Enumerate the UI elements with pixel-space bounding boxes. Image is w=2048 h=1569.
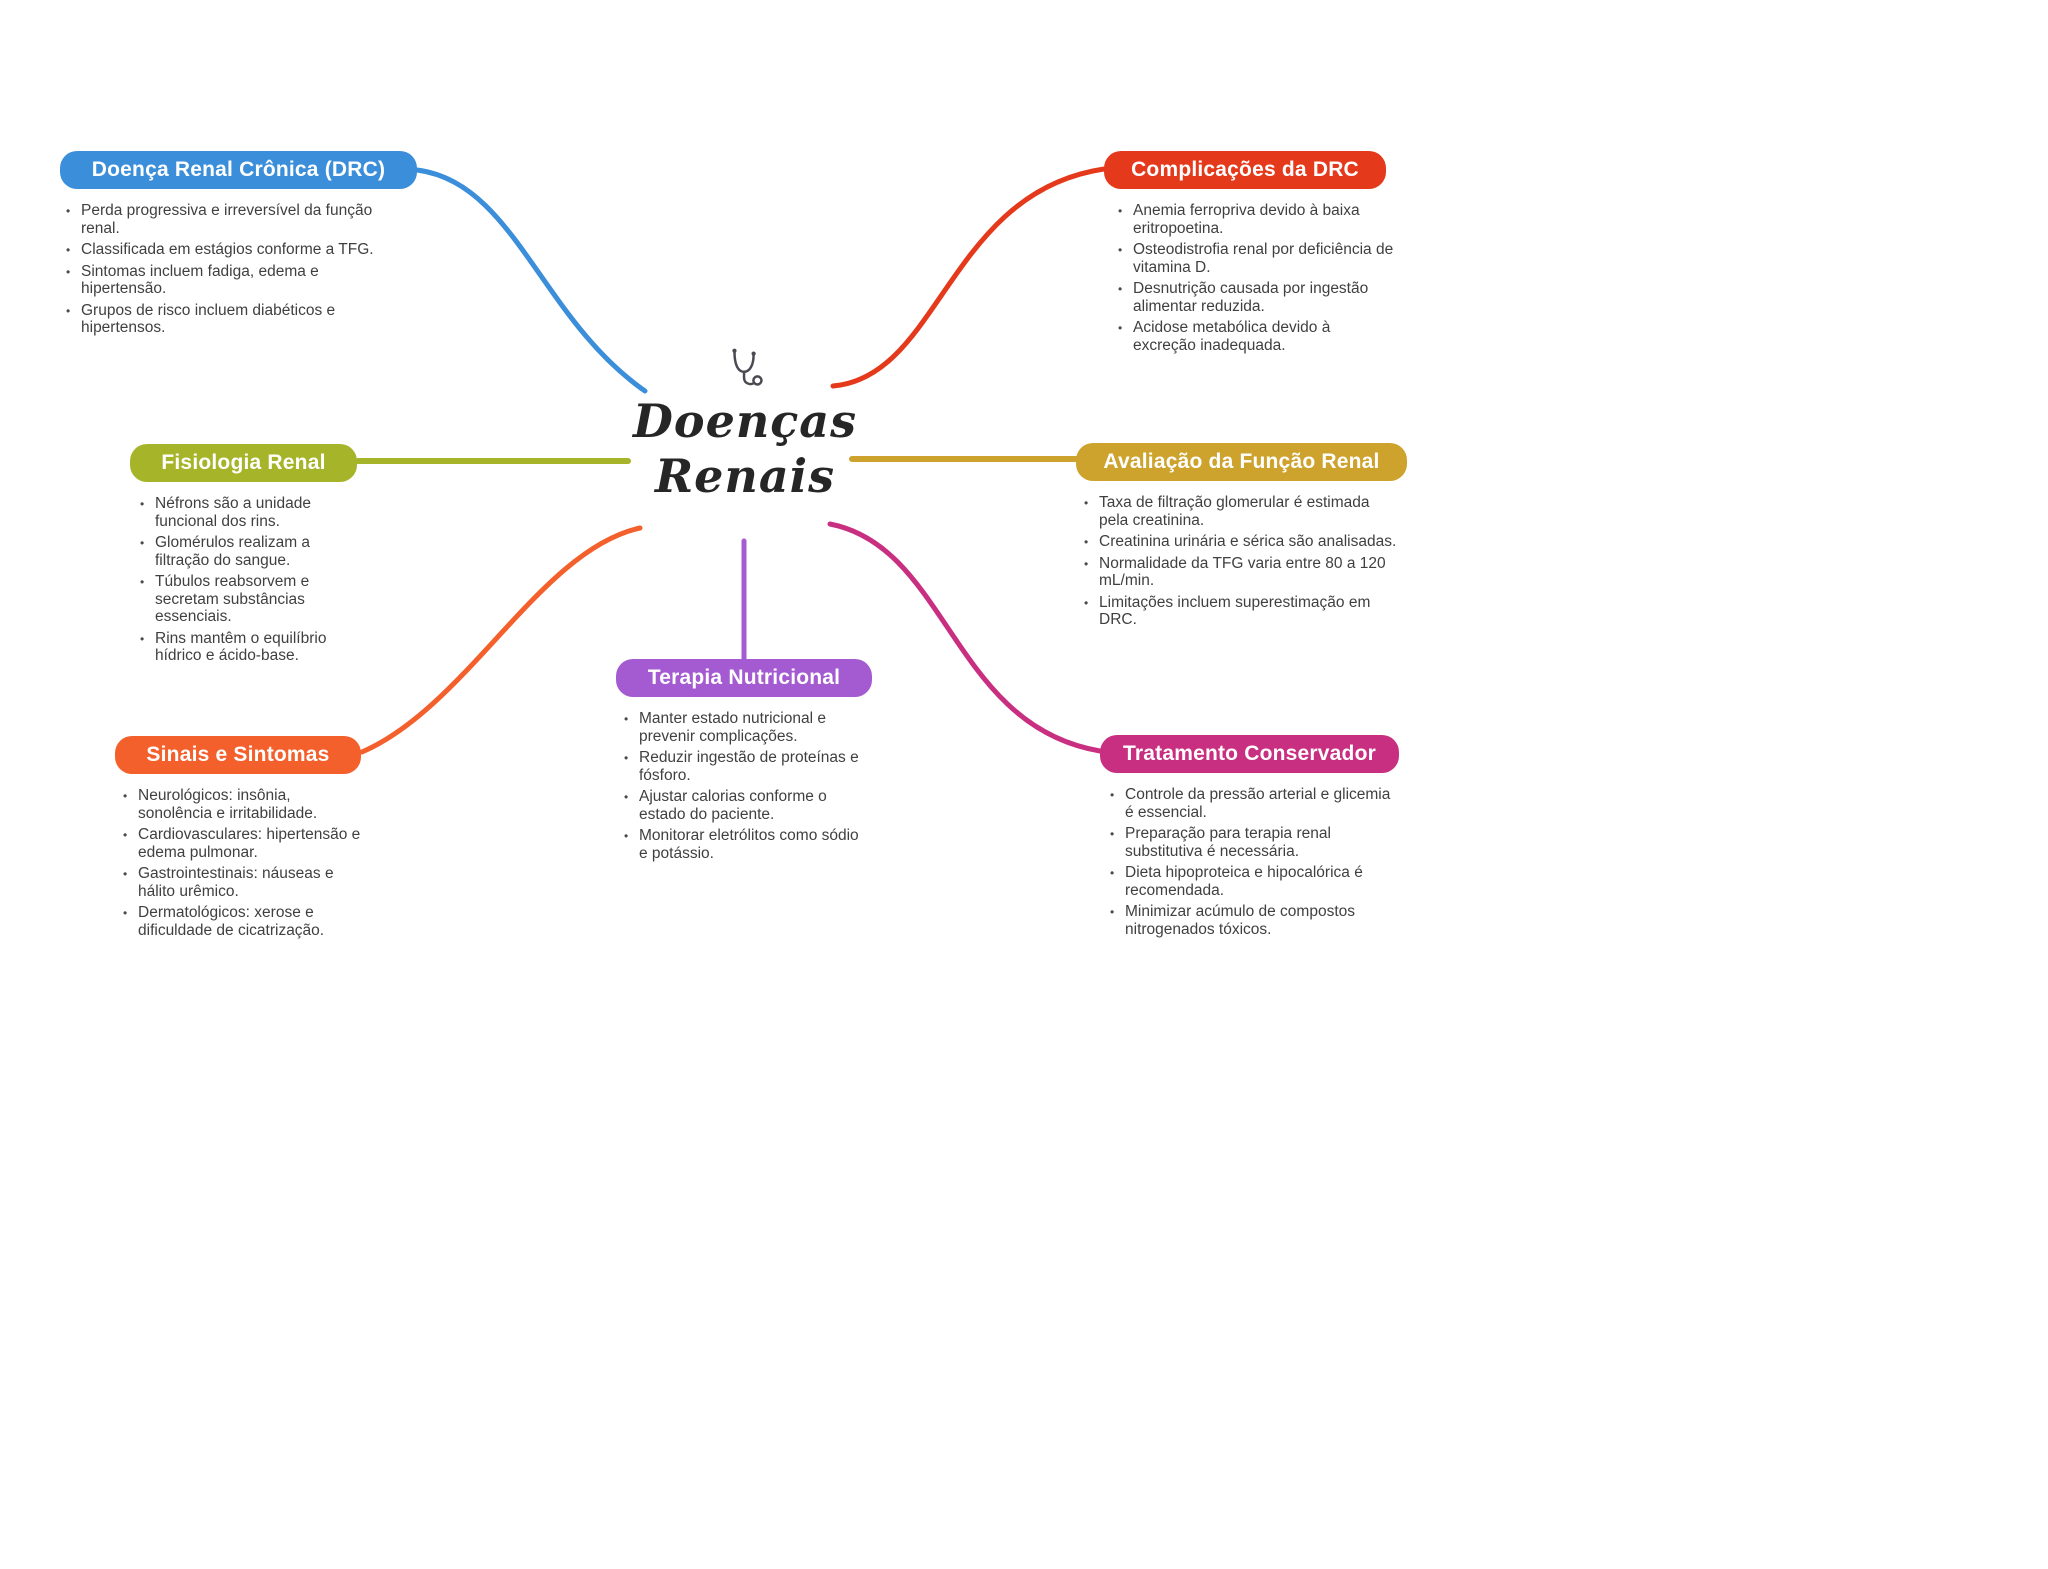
- list-item: Monitorar eletrólitos como sódio e potás…: [622, 827, 870, 862]
- list-item: Gastrointestinais: náuseas e hálito urêm…: [121, 865, 363, 900]
- branch-items-fisiologia: Néfrons são a unidade funcional dos rins…: [138, 495, 356, 665]
- list-item: Sintomas incluem fadiga, edema e hiperte…: [64, 263, 386, 298]
- branch-items-complicacoes: Anemia ferropriva devido à baixa eritrop…: [1116, 202, 1394, 354]
- branch-fisiologia: Fisiologia Renal Néfrons são a unidade f…: [130, 444, 357, 669]
- list-item: Osteodistrofia renal por deficiência de …: [1116, 241, 1394, 276]
- list-item: Reduzir ingestão de proteínas e fósforo.: [622, 749, 870, 784]
- branch-items-avaliacao: Taxa de filtração glomerular é estimada …: [1082, 494, 1402, 629]
- list-item: Dermatológicos: xerose e dificuldade de …: [121, 904, 363, 939]
- stethoscope-icon: [732, 348, 763, 386]
- list-item: Túbulos reabsorvem e secretam substância…: [138, 573, 356, 626]
- list-item: Dieta hipoproteica e hipocalórica é reco…: [1108, 864, 1398, 899]
- list-item: Glomérulos realizam a filtração do sangu…: [138, 534, 356, 569]
- branch-header-complicacoes: Complicações da DRC: [1104, 151, 1386, 189]
- list-item: Limitações incluem superestimação em DRC…: [1082, 594, 1402, 629]
- list-item: Creatinina urinária e sérica são analisa…: [1082, 533, 1402, 551]
- list-item: Acidose metabólica devido à excreção ina…: [1116, 319, 1394, 354]
- branch-terapia: Terapia Nutricional Manter estado nutric…: [616, 659, 872, 866]
- list-item: Rins mantêm o equilíbrio hídrico e ácido…: [138, 630, 356, 665]
- list-item: Classificada em estágios conforme a TFG.: [64, 241, 386, 259]
- list-item: Perda progressiva e irreversível da funç…: [64, 202, 386, 237]
- branch-header-fisiologia: Fisiologia Renal: [130, 444, 357, 482]
- list-item: Normalidade da TFG varia entre 80 a 120 …: [1082, 555, 1402, 590]
- center-topic: Doenças Renais: [612, 346, 878, 504]
- center-title-line1: Doenças: [633, 394, 857, 448]
- list-item: Néfrons são a unidade funcional dos rins…: [138, 495, 356, 530]
- list-item: Minimizar acúmulo de compostos nitrogena…: [1108, 903, 1398, 938]
- list-item: Manter estado nutricional e prevenir com…: [622, 710, 870, 745]
- branch-items-terapia: Manter estado nutricional e prevenir com…: [622, 710, 870, 862]
- list-item: Cardiovasculares: hipertensão e edema pu…: [121, 826, 363, 861]
- list-item: Desnutrição causada por ingestão aliment…: [1116, 280, 1394, 315]
- branch-items-sinais: Neurológicos: insônia, sonolência e irri…: [121, 787, 363, 939]
- list-item: Controle da pressão arterial e glicemia …: [1108, 786, 1398, 821]
- branch-drc: Doença Renal Crônica (DRC) Perda progres…: [60, 151, 417, 341]
- branch-sinais: Sinais e Sintomas Neurológicos: insônia,…: [115, 736, 361, 943]
- list-item: Taxa de filtração glomerular é estimada …: [1082, 494, 1402, 529]
- branch-avaliacao: Avaliação da Função Renal Taxa de filtra…: [1076, 443, 1407, 633]
- list-item: Grupos de risco incluem diabéticos e hip…: [64, 302, 386, 337]
- branch-items-tratamento: Controle da pressão arterial e glicemia …: [1108, 786, 1398, 938]
- branch-complicacoes: Complicações da DRC Anemia ferropriva de…: [1104, 151, 1404, 358]
- list-item: Anemia ferropriva devido à baixa eritrop…: [1116, 202, 1394, 237]
- connector-drc-line: [414, 167, 648, 394]
- connector-sinais-line: [359, 525, 643, 755]
- list-item: Ajustar calorias conforme o estado do pa…: [622, 788, 870, 823]
- center-title-line2: Renais: [654, 449, 836, 503]
- branch-header-tratamento: Tratamento Conservador: [1100, 735, 1399, 773]
- list-item: Preparação para terapia renal substituti…: [1108, 825, 1398, 860]
- branch-items-drc: Perda progressiva e irreversível da funç…: [64, 202, 386, 337]
- branch-tratamento: Tratamento Conservador Controle da press…: [1100, 735, 1399, 942]
- branch-header-drc: Doença Renal Crônica (DRC): [60, 151, 417, 189]
- list-item: Neurológicos: insônia, sonolência e irri…: [121, 787, 363, 822]
- branch-header-sinais: Sinais e Sintomas: [115, 736, 361, 774]
- branch-header-avaliacao: Avaliação da Função Renal: [1076, 443, 1407, 481]
- branch-header-terapia: Terapia Nutricional: [616, 659, 872, 697]
